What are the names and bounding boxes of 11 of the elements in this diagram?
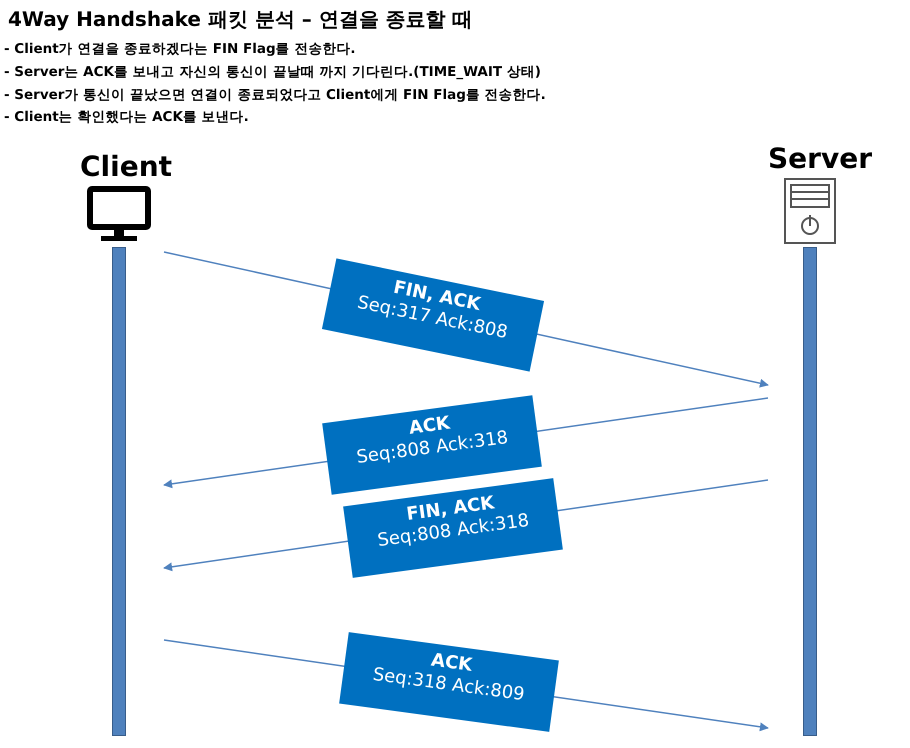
edge-label: ACK Seq:808 Ack:318	[322, 395, 542, 495]
actor-label: Client	[80, 150, 172, 183]
bullet-note: - Server가 통신이 끝났으면 연결이 종료되었다고 Client에게 FIN Flag를 전송한다.	[4, 86, 546, 104]
diagram-title: 4Way Handshake 패킷 분석 – 연결을 종료할 때	[8, 6, 473, 33]
edge-label: FIN, ACK Seq:808 Ack:318	[343, 478, 563, 578]
edge-label: ACK Seq:318 Ack:809	[339, 632, 559, 732]
bullet-note: - Server는 ACK를 보내고 자신의 통신이 끝날때 까지 기다린다.(TIME_WAIT 상태)	[4, 63, 541, 81]
actor-label: Server	[768, 142, 872, 175]
edge-label: FIN, ACK Seq:317 Ack:808	[322, 258, 544, 372]
bullet-note: - Client가 연결을 종료하겠다는 FIN Flag를 전송한다.	[4, 40, 356, 58]
bullet-note: - Client는 확인했다는 ACK를 보낸다.	[4, 108, 249, 126]
